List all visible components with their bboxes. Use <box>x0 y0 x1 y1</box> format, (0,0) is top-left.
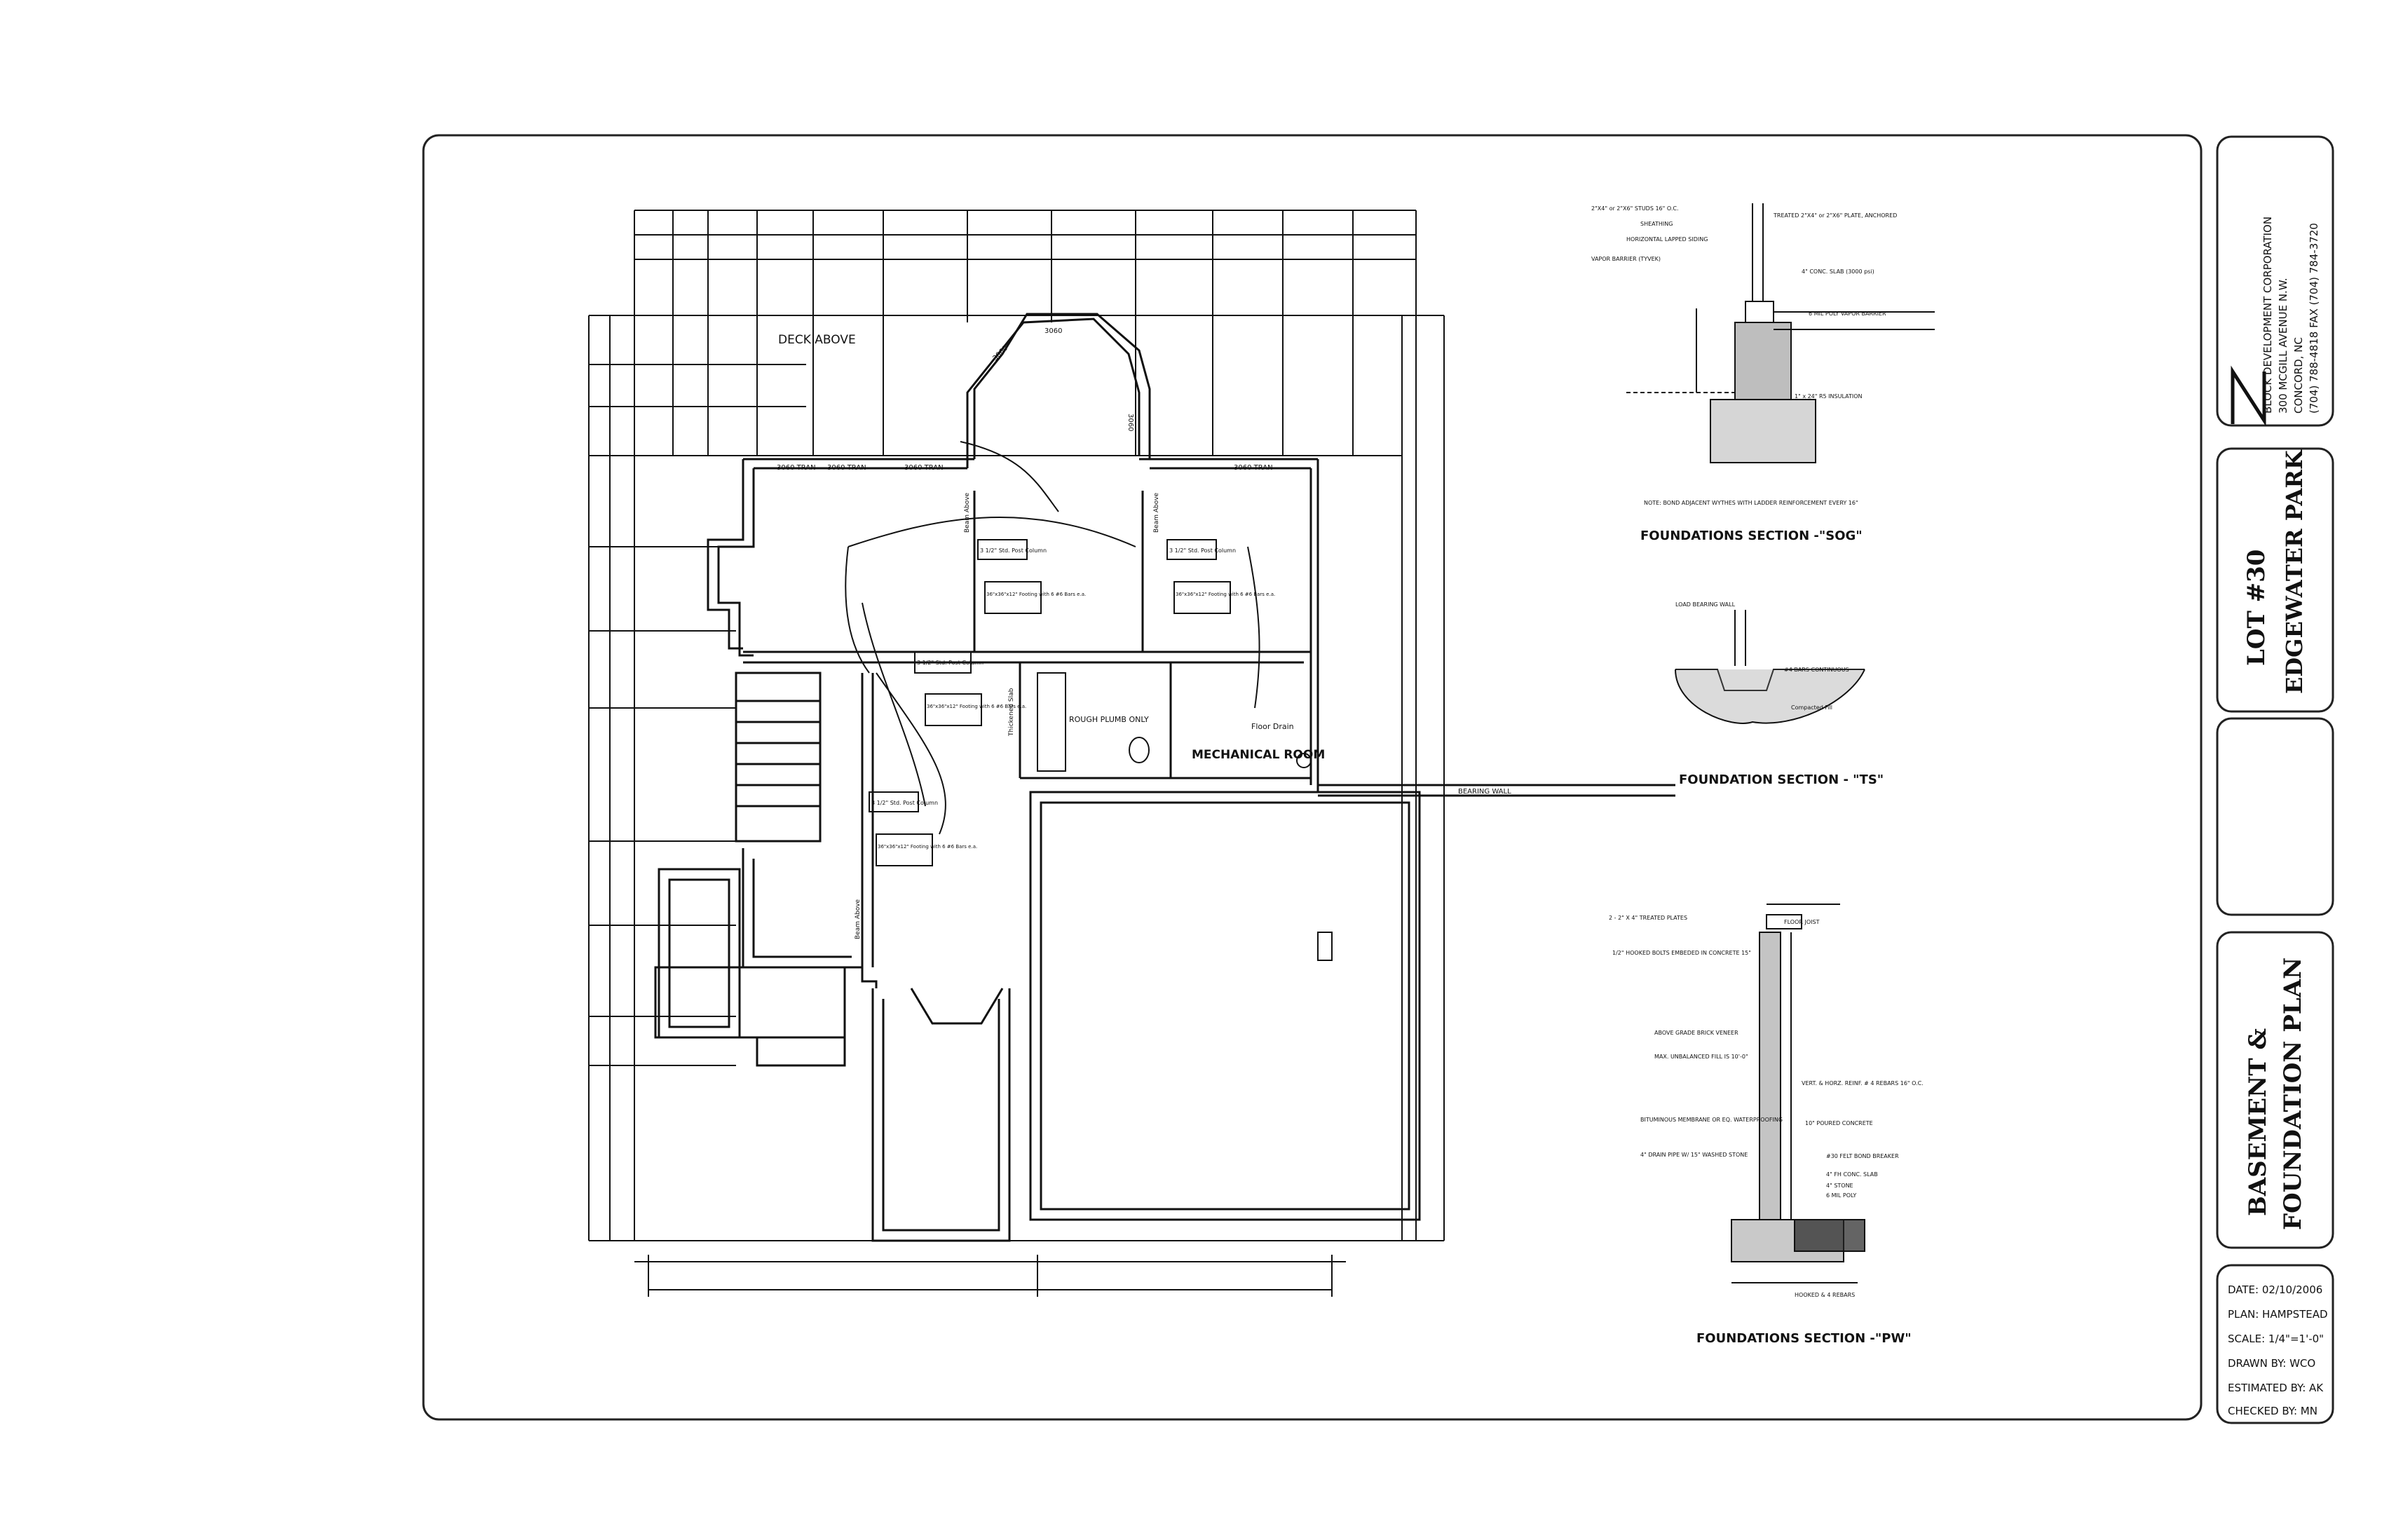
pw-note: #30 FELT BOND BREAKER <box>1826 1153 1899 1159</box>
rough-plumb-label: ROUGH PLUMB ONLY <box>1069 715 1149 724</box>
sheet-title-line-1: BASEMENT & <box>2244 1028 2272 1216</box>
pw-note: 10" POURED CONCRETE <box>1805 1120 1873 1126</box>
sog-note: SHEATHING <box>1640 221 1673 227</box>
bearing-wall-label: BEARING WALL <box>1458 788 1511 796</box>
column-label: 3 1/2" Std. Post Column <box>980 547 1047 554</box>
ts-note: #4 BARS CONTINUOUS <box>1784 667 1849 673</box>
company-city: CONCORD, NC <box>2292 337 2305 414</box>
floor-drain-label: Floor Drain <box>1251 722 1294 731</box>
sog-note: VAPOR BARRIER (TYVEK) <box>1591 256 1661 262</box>
column-label: 3 1/2" Std. Post Column <box>917 660 983 666</box>
dimension-lines-top <box>634 210 1417 1241</box>
sheet-title-box <box>2216 931 2334 1249</box>
section-sog: 2"X4" or 2"X6" STUDS 16" O.C. SHEATHING … <box>1591 203 1935 543</box>
subdivision-name: EDGEWATER PARK <box>2281 449 2308 694</box>
sog-note: TREATED 2"X4" or 2"X6" PLATE, ANCHORED <box>1773 212 1897 219</box>
footing-label: 36"x36"x12" Footing with 6 #6 Bars e.a. <box>927 704 1026 709</box>
window-label: 3060 TRAN <box>904 464 944 472</box>
blank-box <box>2216 717 2334 916</box>
pw-note: VERT. & HORZ. REINF. # 4 REBARS 16" O.C. <box>1802 1080 1924 1086</box>
pw-note: 1/2" HOOKED BOLTS EMBEDED IN CONCRETE 15… <box>1612 950 1751 956</box>
sog-note: NOTE: BOND ADJACENT WYTHES WITH LADDER R… <box>1644 500 1858 506</box>
info-date: DATE: 02/10/2006 <box>2228 1283 2322 1296</box>
beam-above-label: Beam Above <box>855 899 862 939</box>
beam-above-label: Beam Above <box>964 492 971 533</box>
sog-note: 2"X4" or 2"X6" STUDS 16" O.C. <box>1591 205 1679 212</box>
pw-note: MAX. UNBALANCED FILL IS 10'-0" <box>1654 1054 1748 1060</box>
company-box <box>2216 135 2334 427</box>
footing-label: 36"x36"x12" Footing with 6 #6 Bars e.a. <box>986 592 1086 597</box>
sog-section-title: FOUNDATIONS SECTION -"SOG" <box>1640 529 1863 543</box>
company-logo <box>2231 365 2266 427</box>
pw-note: 4" FH CONC. SLAB <box>1826 1171 1878 1178</box>
window-label: 3060 TRAN <box>1234 464 1273 472</box>
company-phone: (704) 788-4818 FAX (704) 784-3720 <box>2308 223 2320 414</box>
sog-note: 1" x 24" R5 INSULATION <box>1795 393 1862 400</box>
foundation-walls <box>654 313 1675 1242</box>
sheet-title-line-2: FOUNDATION PLAN <box>2279 958 2307 1230</box>
deck-above-label: DECK ABOVE <box>778 333 856 347</box>
ts-section-title: FOUNDATION SECTION - "TS" <box>1679 772 1884 787</box>
ts-note: LOAD BEARING WALL <box>1675 601 1736 608</box>
beam-above-label: Beam Above <box>1153 492 1160 533</box>
pw-note: 2 - 2" X 4" TREATED PLATES <box>1609 915 1687 921</box>
dimension-lines-bottom <box>634 1255 1346 1297</box>
wiring-curves <box>845 441 1260 835</box>
company-name: BLOCK DEVELOPMENT CORPORATION <box>2261 217 2274 414</box>
thickened-slab-label: Thickened Slab <box>1008 688 1015 737</box>
pw-note: BITUMINOUS MEMBRANE OR EQ. WATERPROOFING <box>1640 1117 1783 1123</box>
plan-labels: DECK ABOVE MECHANICAL ROOM ROUGH PLUMB O… <box>777 327 1511 939</box>
info-estimated-by: ESTIMATED BY: AK <box>2228 1382 2324 1394</box>
title-block: BLOCK DEVELOPMENT CORPORATION 300 MCGILL… <box>2216 135 2334 1424</box>
section-ts: LOAD BEARING WALL #4 BARS CONTINUOUS Com… <box>1675 601 1884 787</box>
company-address: 300 MCGILL AVENUE N.W. <box>2277 278 2289 414</box>
info-plan: PLAN: HAMPSTEAD <box>2228 1308 2328 1321</box>
lot-number: LOT #30 <box>2242 550 2271 666</box>
pw-note: HOOKED & 4 REBARS <box>1795 1292 1855 1298</box>
info-scale: SCALE: 1/4"=1'-0" <box>2228 1333 2324 1345</box>
info-drawn-by: DRAWN BY: WCO <box>2228 1357 2315 1370</box>
footing-label: 36"x36"x12" Footing with 6 #6 Bars e.a. <box>878 844 977 850</box>
window-label: 3060 TRAN <box>827 464 866 472</box>
info-checked-by: CHECKED BY: MN <box>2228 1405 2317 1417</box>
footing-label: 36"x36"x12" Footing with 6 #6 Bars e.a. <box>1176 592 1275 597</box>
window-label: 3060 <box>1127 414 1134 431</box>
column-label: 3 1/2" Std. Post Column <box>871 800 938 806</box>
sog-note: 6 MIL POLY VAPOR BARRIER <box>1809 311 1886 317</box>
window-label: 3060 <box>1044 327 1062 335</box>
floor-plan <box>588 210 1675 1297</box>
dimension-lines-left <box>588 315 1445 1241</box>
column-label: 3 1/2" Std. Post Column <box>1169 547 1236 554</box>
drawing-border <box>422 134 2203 1421</box>
window-label: 3060 TRAN <box>777 464 816 472</box>
sog-note: HORIZONTAL LAPPED SIDING <box>1626 236 1708 243</box>
pw-note: 6 MIL POLY <box>1826 1192 1856 1199</box>
lot-box <box>2216 447 2334 713</box>
pw-note: FLOOR JOIST <box>1784 919 1820 925</box>
pw-section-title: FOUNDATIONS SECTION -"PW" <box>1696 1331 1912 1346</box>
pw-note: ABOVE GRADE BRICK VENEER <box>1654 1030 1738 1036</box>
info-box <box>2216 1264 2334 1424</box>
footing-markers <box>869 539 1333 961</box>
section-pw: 2 - 2" X 4" TREATED PLATES FLOOR JOIST 1… <box>1609 904 1924 1346</box>
pw-note: 4" DRAIN PIPE W/ 15" WASHED STONE <box>1640 1152 1748 1158</box>
mechanical-room-label: MECHANICAL ROOM <box>1192 748 1325 762</box>
pw-note: 4" STONE <box>1826 1183 1853 1189</box>
sog-note: 4" CONC. SLAB (3000 psi) <box>1802 268 1874 275</box>
ts-note: Compacted Fill <box>1791 704 1832 711</box>
